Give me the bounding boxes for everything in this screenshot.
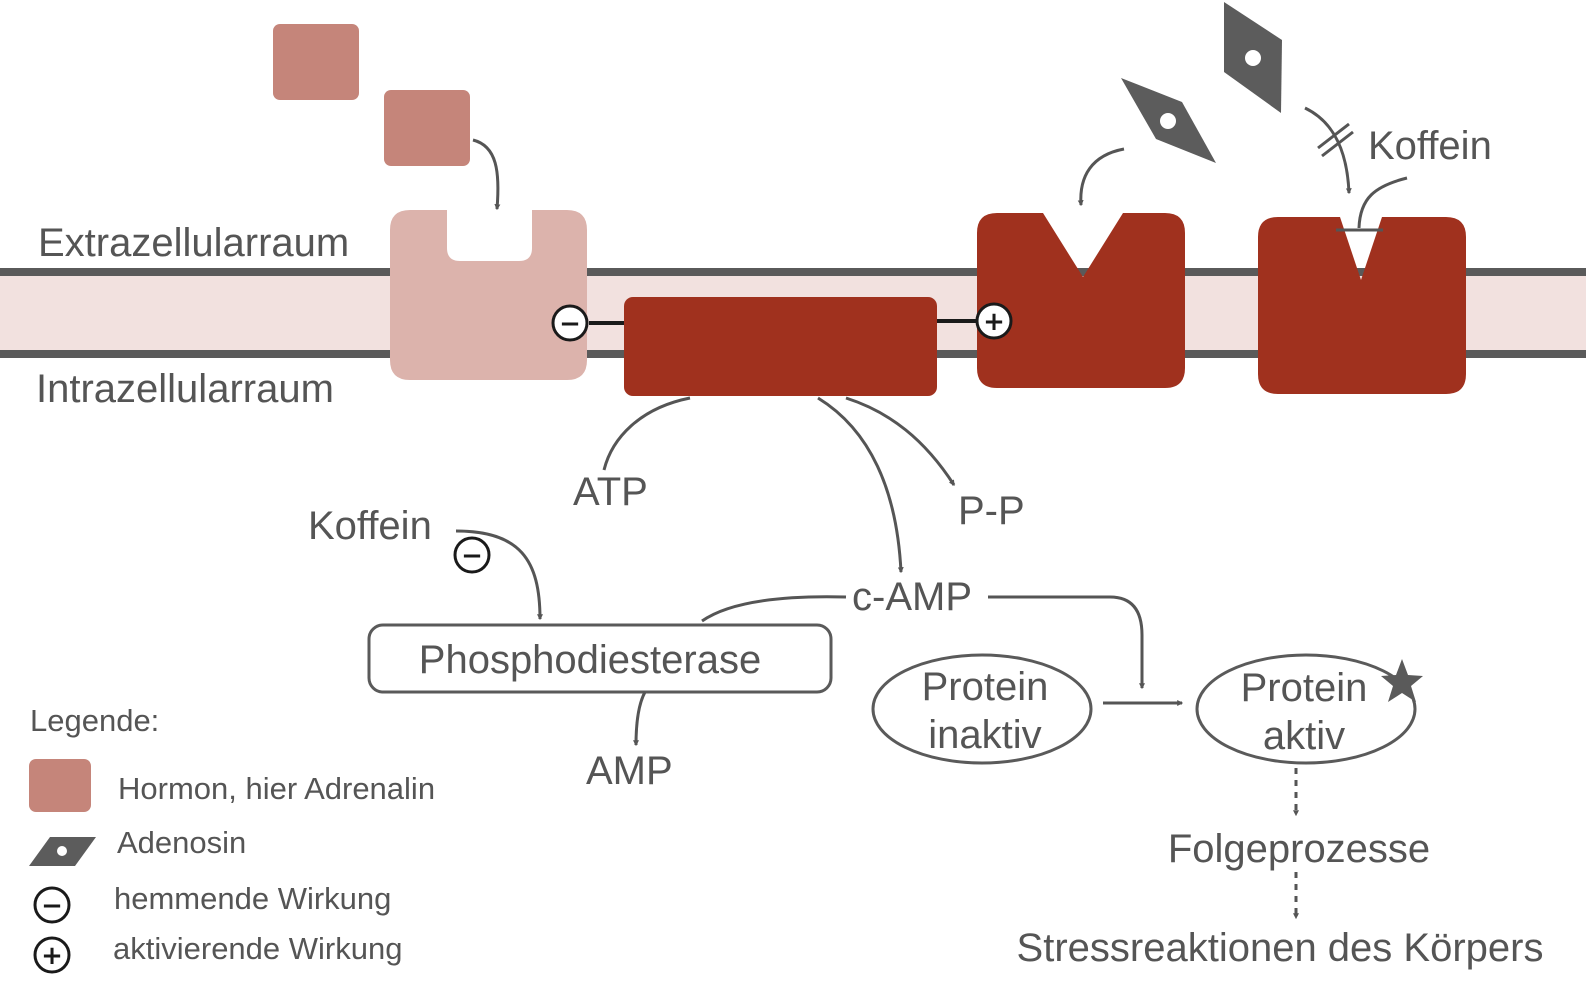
pp-output-arrow <box>845 396 956 487</box>
koffein-pde-label: Koffein <box>308 504 432 548</box>
hormone-molecule <box>384 90 470 166</box>
folgeprozesse-label: Folgeprozesse <box>1168 827 1430 871</box>
protein-active-ellipse <box>1195 653 1417 765</box>
minus-circle-icon: − <box>551 304 589 342</box>
svg-text:−: − <box>41 891 63 921</box>
membrane-outer-line <box>0 268 1586 276</box>
amp-output-arrow <box>633 691 647 747</box>
camp-to-pde-line <box>701 595 847 623</box>
protein-active-label-2: aktiv <box>1263 714 1345 758</box>
adenylyl-cyclase-enzyme <box>624 297 937 396</box>
extracellular-label: Extrazellularraum <box>38 221 349 265</box>
adenosine-receptor-blocked <box>1258 217 1466 394</box>
blocked-binding-arrow <box>1304 106 1352 195</box>
atp-label: ATP <box>573 470 648 514</box>
adenosine-molecule <box>1224 2 1282 113</box>
koffein-block-line <box>1357 176 1408 229</box>
plus-circle-icon: + <box>33 936 71 974</box>
koffein-receptor-label: Koffein <box>1368 124 1492 168</box>
amp-label: AMP <box>586 749 673 793</box>
koffein-pde-arrow <box>455 529 543 621</box>
hormone-molecule <box>273 24 359 100</box>
legend-hormone-label: Hormon, hier Adrenalin <box>118 771 435 806</box>
svg-text:−: − <box>461 541 483 571</box>
rhombus-dot-icon <box>29 837 96 866</box>
legend: Legende: Hormon, hier Adrenalin Adenosin… <box>29 703 435 974</box>
double-slash-icon <box>1317 122 1354 158</box>
protein-inactive-ellipse <box>871 653 1093 765</box>
legend-title: Legende: <box>30 703 159 738</box>
intracellular-label: Intrazellularraum <box>36 367 334 411</box>
camp-output-arrow <box>817 396 904 574</box>
hormone-binding-arrow <box>472 138 501 211</box>
atp-input-curve <box>602 396 691 471</box>
protein-active-label-1: Protein <box>1241 666 1368 710</box>
svg-text:+: + <box>41 941 63 971</box>
square-icon <box>29 759 91 812</box>
hormone-receptor <box>390 210 587 380</box>
camp-label: c-AMP <box>852 575 972 619</box>
legend-inhibiting-label: hemmende Wirkung <box>114 881 391 916</box>
adenosine-binding-arrow <box>1077 147 1125 207</box>
star-icon <box>1381 659 1423 702</box>
phosphodiesterase-label: Phosphodiesterase <box>419 638 761 682</box>
stressreaktionen-label: Stressreaktionen des Körpers <box>1017 926 1544 970</box>
camp-activation-arrow <box>988 595 1145 690</box>
minus-circle-icon: − <box>33 886 71 924</box>
adenosine-receptor-active <box>977 213 1185 388</box>
phosphodiesterase-box <box>367 623 833 694</box>
pp-label: P-P <box>958 489 1025 533</box>
svg-text:−: − <box>559 309 581 339</box>
plus-circle-icon: + <box>975 302 1013 340</box>
svg-text:+: + <box>983 307 1005 337</box>
adenosine-molecule <box>1121 78 1216 163</box>
protein-inactive-label-2: inaktiv <box>928 713 1041 757</box>
legend-adenosine-label: Adenosin <box>117 825 246 860</box>
legend-activating-label: aktivierende Wirkung <box>113 931 402 966</box>
protein-inactive-label-1: Protein <box>922 665 1049 709</box>
minus-circle-icon: − <box>453 536 491 574</box>
